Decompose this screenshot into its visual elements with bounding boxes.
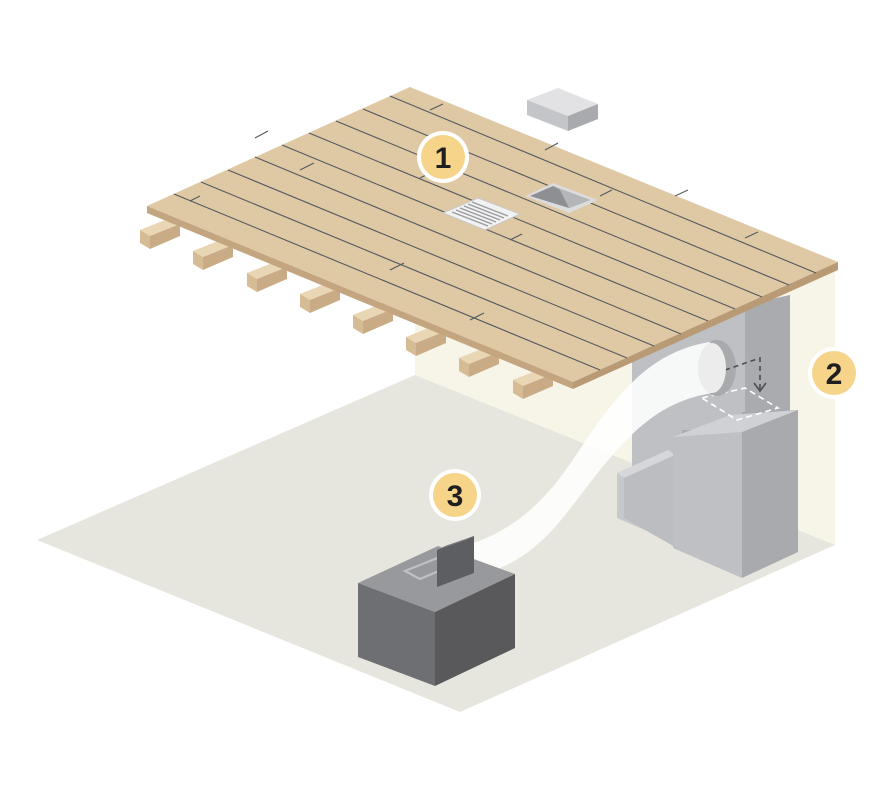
callout-label-1: 1 [435,142,452,175]
duct-opening [698,343,726,393]
flexible-duct [468,342,712,578]
callout-label-2: 2 [826,358,843,391]
basement-floor [37,375,835,712]
callout-badge-2: 2 [808,347,860,399]
floor-deck [147,87,838,389]
floor-opening [525,183,598,213]
callout-label-3: 3 [447,480,464,513]
dashed-arrow-icon [724,356,761,390]
callout-badge-1: 1 [417,131,469,183]
deck-plank-lines [173,95,817,371]
floor-box-unit [358,536,515,686]
floating-block [527,88,598,131]
callout-badge-3: 3 [429,469,481,521]
vent-grille-icon [441,197,522,231]
